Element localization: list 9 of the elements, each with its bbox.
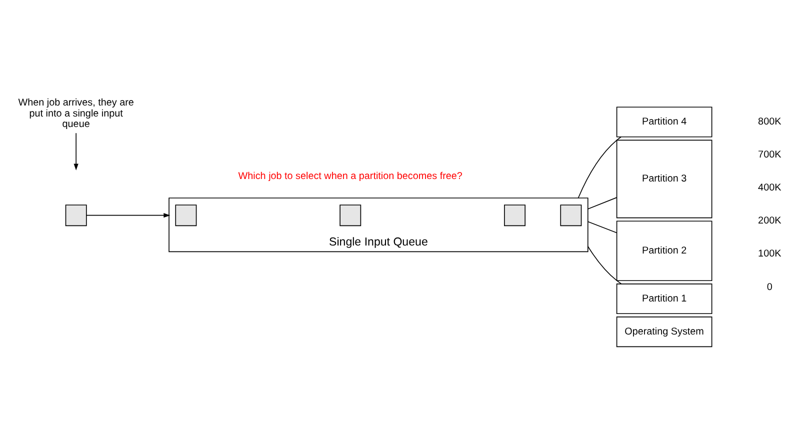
label: 400K [758,182,782,194]
node-text: When job arrives, they are put into a single input queue [18,97,134,130]
label: Which job to select when a partition becomes free? [238,170,462,182]
label: 0 [766,281,772,292]
label: 700K [758,149,782,160]
label: 800K [758,116,782,128]
label: 200K [758,215,782,226]
label: 100K [758,248,782,260]
node-label: Single Input Queue [329,236,428,248]
